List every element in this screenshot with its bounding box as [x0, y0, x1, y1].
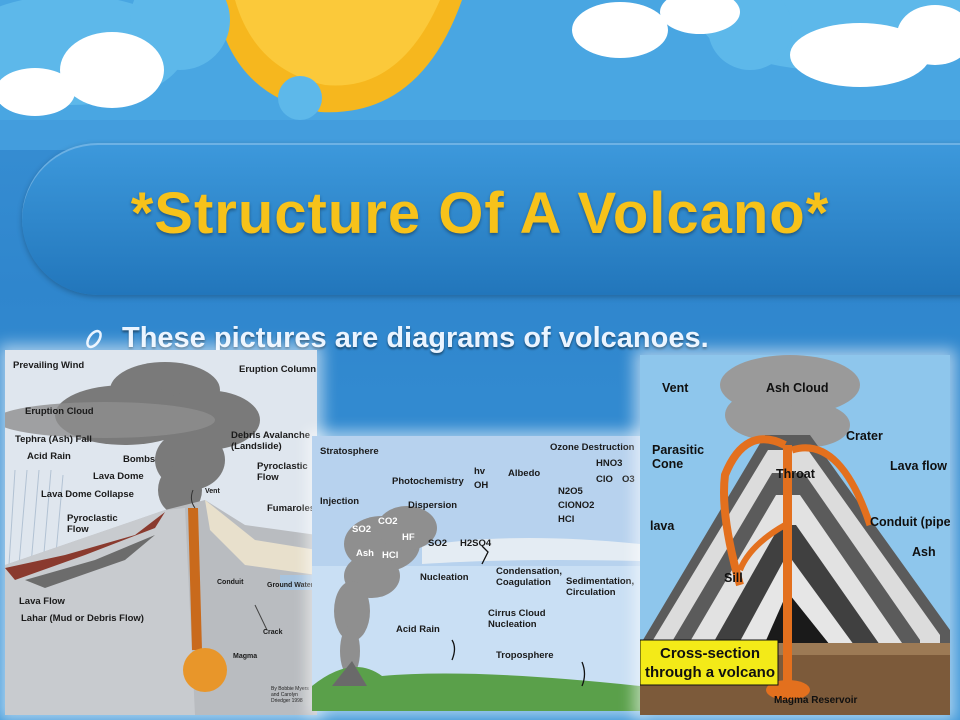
label-throat: Throat	[776, 467, 815, 481]
label-debris-avalanche: Debris Avalanche (Landslide)	[231, 430, 311, 452]
label-nucleation: Nucleation	[420, 572, 469, 583]
label-crater: Crater	[846, 429, 883, 443]
label-prevailing-wind: Prevailing Wind	[13, 360, 85, 371]
label-lava-dome-collapse: Lava Dome Collapse	[41, 489, 134, 500]
label-clo: ClO	[596, 474, 613, 485]
label-albedo: Albedo	[508, 468, 541, 479]
label-pyroclastic-flow-right: Pyroclastic Flow	[257, 461, 308, 483]
label-lahar: Lahar (Mud or Debris Flow)	[21, 613, 144, 624]
label-acid-rain: Acid Rain	[27, 451, 71, 462]
label-acid-rain-middle: Acid Rain	[396, 624, 440, 635]
label-crack: Crack	[263, 629, 283, 636]
label-so2-arrow: SO2	[428, 538, 448, 549]
label-hcl-right: HCl	[558, 514, 575, 525]
label-stratosphere: Stratosphere	[320, 446, 379, 457]
label-ash: Ash	[356, 548, 374, 559]
label-injection: Injection	[320, 496, 360, 507]
label-eruption-cloud: Eruption Cloud	[25, 406, 94, 417]
label-n2o5: N2O5	[558, 486, 583, 497]
bullet-text: These pictures are diagrams of volcanoes…	[122, 322, 709, 354]
label-h2so4: H2SO4	[460, 538, 492, 549]
label-hf: HF	[402, 532, 415, 543]
label-magma-reservoir: Magma Reservoir	[774, 695, 858, 706]
label-cirrus: Cirrus Cloud Nucleation	[488, 608, 546, 630]
label-lava: lava	[650, 519, 675, 533]
label-cross-section: Cross-section through a volcano	[644, 645, 775, 681]
label-ash-right: Ash	[912, 545, 936, 559]
label-hno3: HNO3	[596, 458, 623, 469]
label-lava-flow: Lava Flow	[19, 596, 65, 607]
label-hv: hv	[474, 466, 486, 477]
label-lava-flow-right: Lava flow	[890, 459, 947, 473]
label-eruption-column: Eruption Column	[239, 364, 317, 375]
label-hcl-cloud: HCl	[382, 550, 399, 561]
label-fumaroles: Fumaroles	[267, 503, 316, 514]
bullet-icon	[86, 329, 102, 349]
label-ground-water: Ground Water	[267, 582, 314, 589]
header-decoration	[0, 0, 960, 150]
label-troposphere: Troposphere	[496, 650, 554, 661]
label-oh: OH	[474, 480, 489, 491]
label-co2: CO2	[378, 516, 398, 527]
label-pyroclastic-flow-left: Pyroclastic Flow	[67, 513, 118, 535]
label-credit: By Bobbie Myers and Carolyn Driedger 199…	[271, 686, 309, 704]
label-photochemistry: Photochemistry	[392, 476, 464, 487]
label-tephra: Tephra (Ash) Fall	[15, 434, 92, 445]
label-conduit-pipe: Conduit (pipe)	[870, 515, 950, 529]
label-clono2: ClONO2	[558, 500, 595, 511]
title-banner	[22, 143, 960, 295]
label-o3: O3	[622, 474, 635, 485]
label-dispersion: Dispersion	[408, 500, 458, 511]
label-lava-dome: Lava Dome	[93, 471, 144, 482]
volcano-cross-section-diagram: Vent Ash Cloud Crater Parasitic Cone Thr…	[640, 355, 950, 715]
volcanic-gas-diagram: Stratosphere Ozone Destruction Photochem…	[312, 436, 640, 711]
label-ash-cloud: Ash Cloud	[766, 381, 829, 395]
volcano-hazards-diagram: Prevailing Wind Eruption Column Eruption…	[5, 350, 317, 715]
label-parasitic-cone: Parasitic Cone	[652, 443, 705, 471]
label-vent: Vent	[205, 488, 220, 495]
label-magma: Magma	[233, 653, 258, 660]
label-vent-right: Vent	[662, 381, 689, 395]
label-conduit: Conduit	[217, 579, 244, 586]
label-sedimentation: Sedimentation, Circulation	[566, 576, 635, 598]
label-so2-cloud: SO2	[352, 524, 372, 535]
label-ozone-destruction: Ozone Destruction	[550, 442, 635, 453]
label-bombs: Bombs	[123, 454, 156, 465]
label-condensation: Condensation, Coagulation	[496, 566, 562, 588]
label-sill: Sill	[724, 571, 743, 585]
slide-title: *Structure Of A Volcano*	[130, 181, 830, 246]
